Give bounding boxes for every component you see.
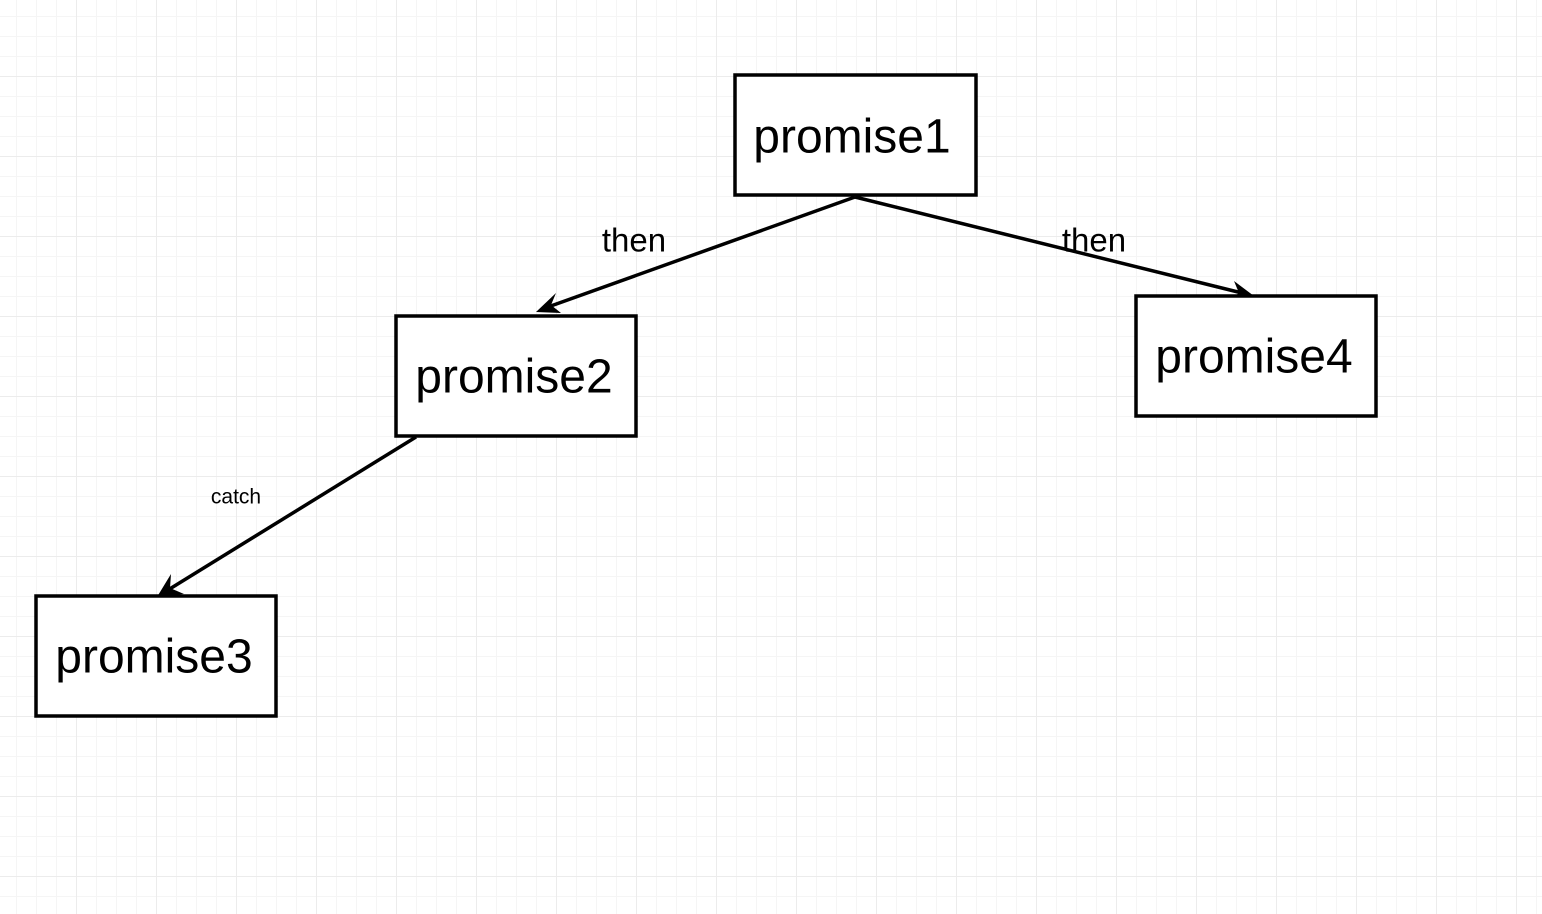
node-promise2[interactable]: promise2 [394, 314, 638, 438]
node-box [34, 594, 278, 718]
node-label: promise3 [55, 631, 252, 684]
node-box [733, 73, 978, 197]
edge-promise1-promise2[interactable] [536, 195, 856, 313]
arrowhead-icon [157, 574, 184, 597]
edge-line [854, 195, 1243, 295]
edge-line [547, 195, 856, 309]
node-box [394, 314, 638, 438]
node-label: promise1 [753, 111, 950, 164]
node-promise4[interactable]: promise4 [1134, 294, 1378, 418]
node-label: promise2 [415, 351, 612, 404]
edge-promise1-promise4[interactable] [854, 195, 1254, 301]
edge-label-then-right: then [1062, 222, 1126, 259]
edge-label-catch: catch [211, 486, 261, 509]
edge-label-then-left: then [602, 222, 666, 259]
arrowhead-icon [536, 293, 561, 313]
edge-promise2-promise3[interactable] [157, 435, 417, 597]
edge-line [167, 435, 417, 592]
node-box [1134, 294, 1378, 418]
node-promise1[interactable]: promise1 [733, 73, 978, 197]
node-label: promise4 [1155, 331, 1352, 384]
node-promise3[interactable]: promise3 [34, 594, 278, 718]
